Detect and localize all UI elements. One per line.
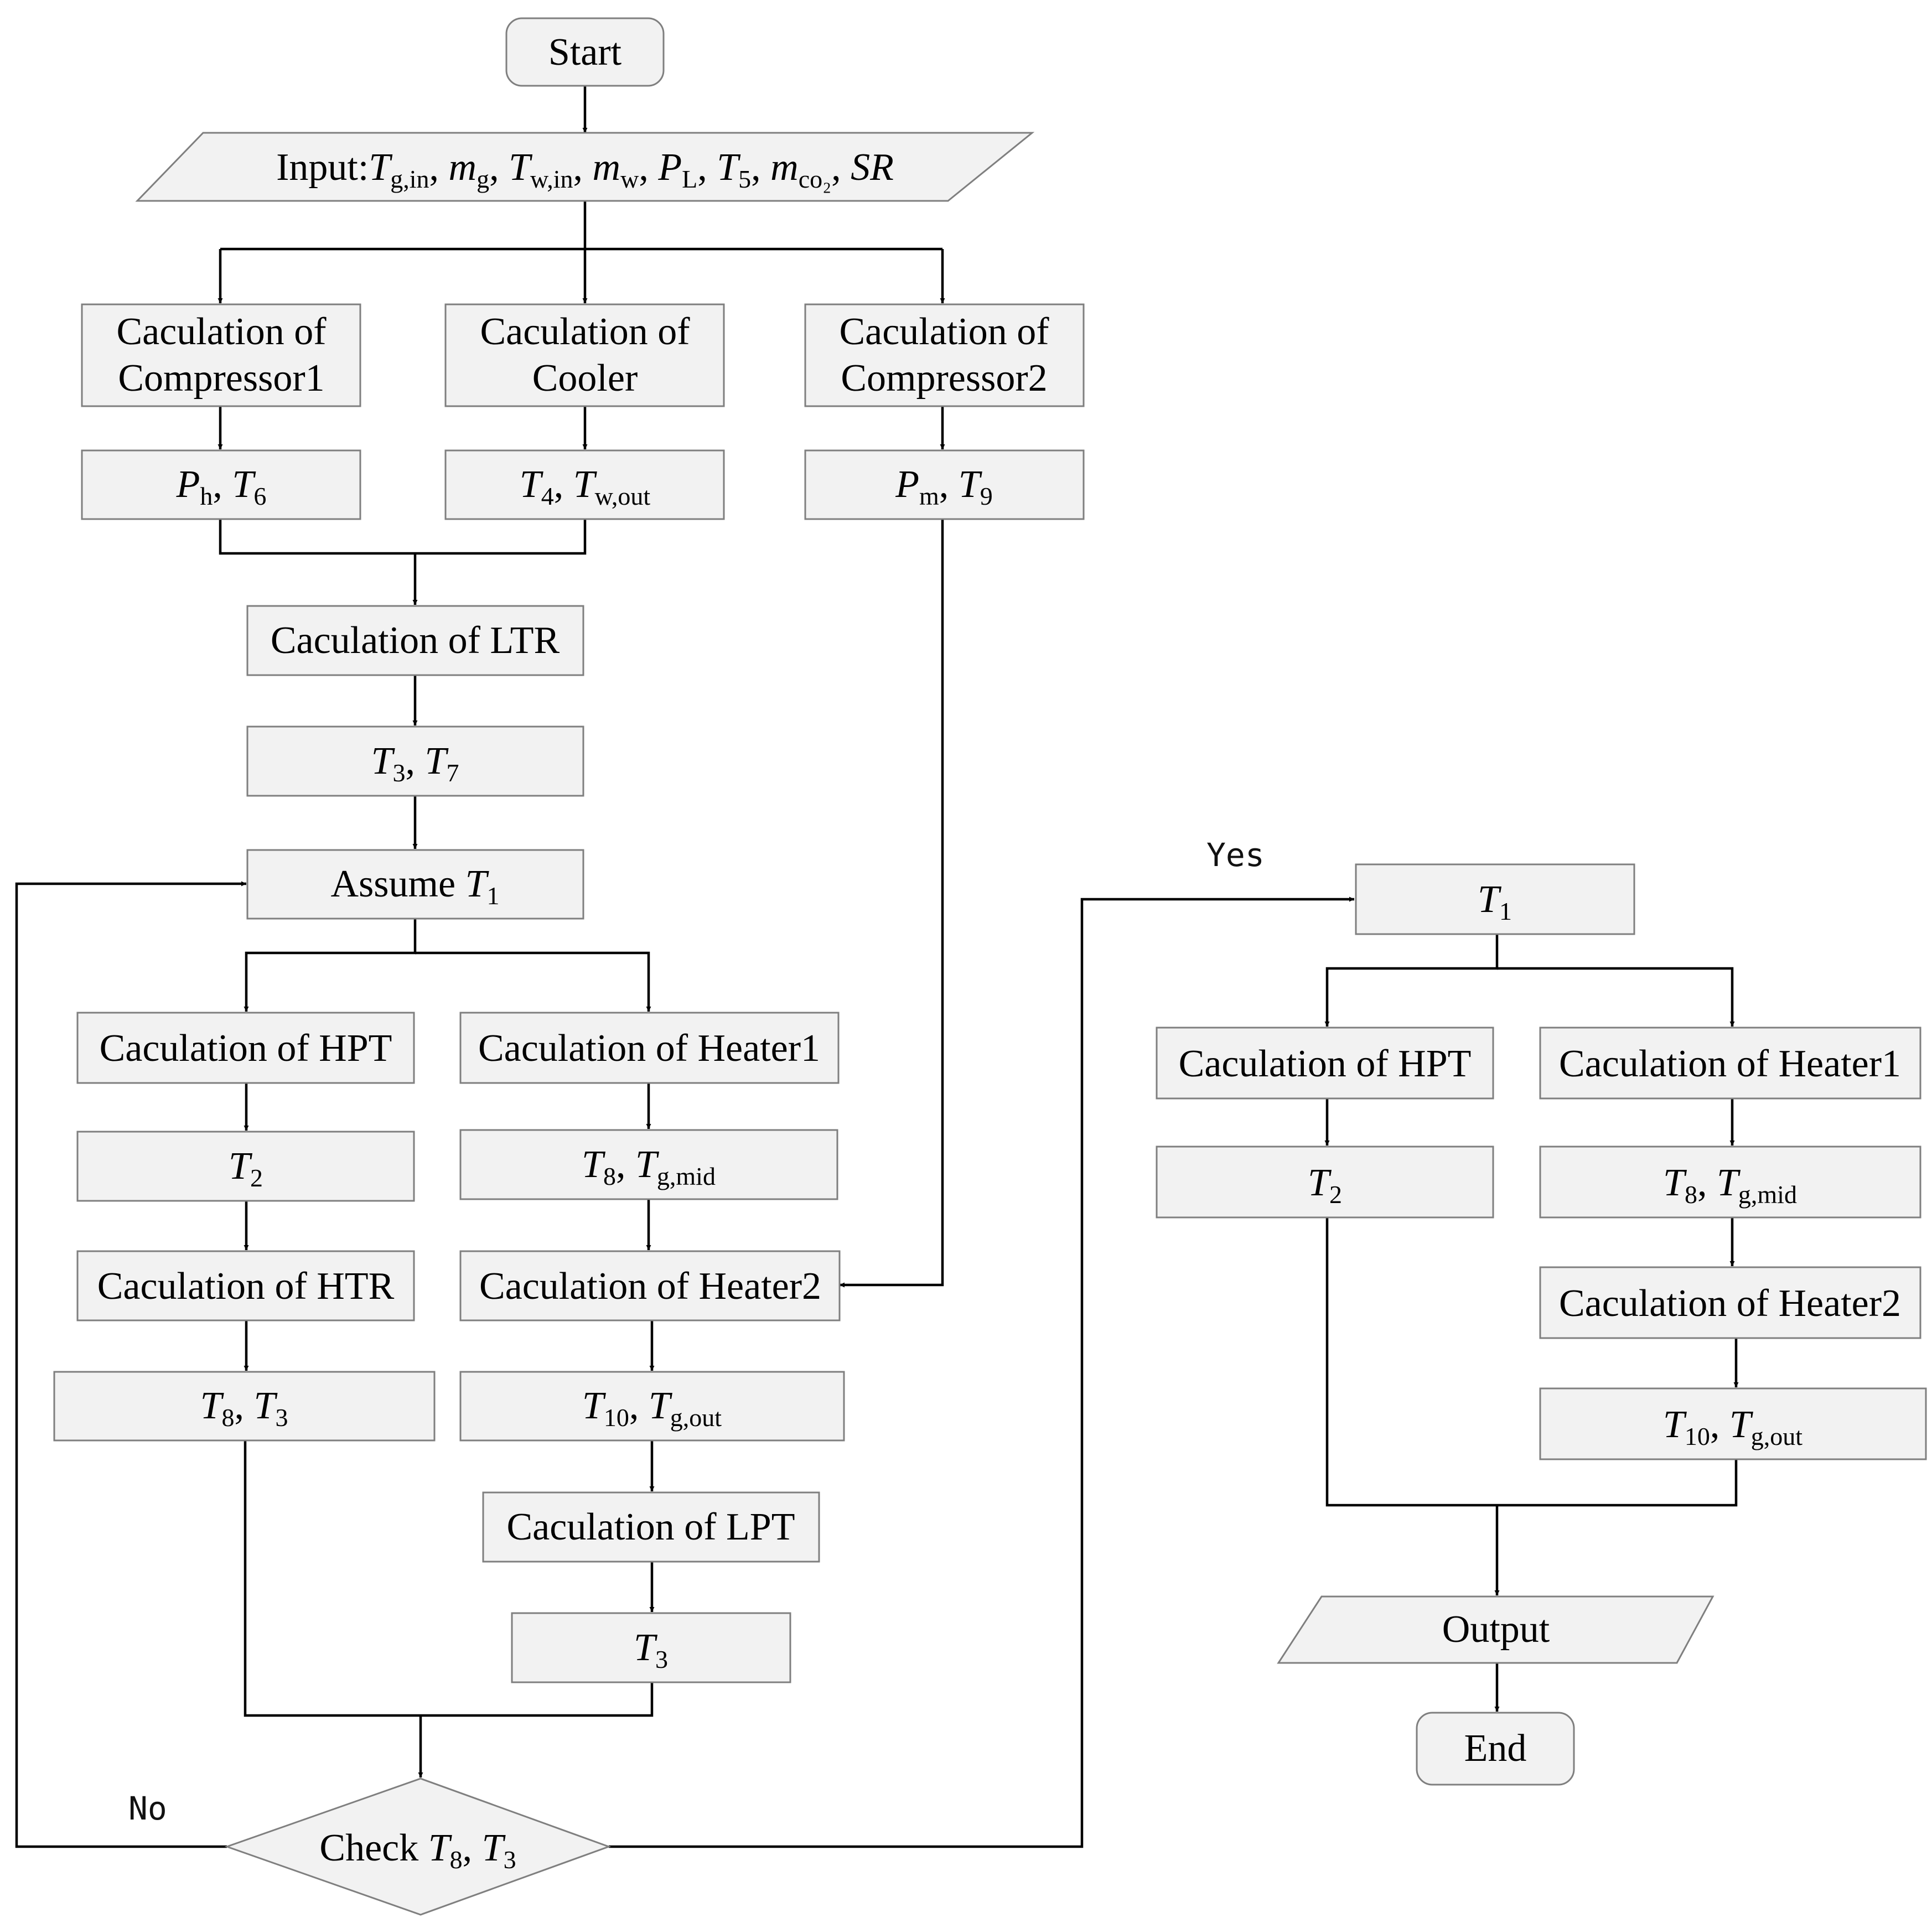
assume-t1-node xyxy=(246,849,584,920)
line-merge-to-ltr xyxy=(219,519,587,555)
connectors xyxy=(15,86,1739,1848)
t8-tgmid-node xyxy=(459,1129,838,1200)
output-label: Output xyxy=(1442,1608,1550,1651)
ltr-calc-label: Caculation of LTR xyxy=(271,619,560,662)
heater1-calc-label-2: Caculation of Heater1 xyxy=(1559,1043,1901,1085)
branch-no-label: No xyxy=(128,1790,167,1827)
hpt-calc-node xyxy=(76,1012,415,1084)
lpt-calc-node xyxy=(482,1491,820,1563)
t4-twout-label: T4​, Tw,out​ xyxy=(520,463,651,510)
compressor1-calc-name: Compressor1 xyxy=(118,357,324,400)
line-assume-split xyxy=(244,919,417,1012)
t3-t7-label: T3​, T7​ xyxy=(371,740,459,787)
t10-tgout-label-2: T10​, Tg,out​ xyxy=(1663,1403,1802,1450)
shapes xyxy=(53,17,1927,1916)
htr-calc-node xyxy=(76,1250,415,1321)
hpt-calc-label-2: Caculation of HPT xyxy=(1179,1043,1472,1085)
t3-label: T3​ xyxy=(634,1626,668,1673)
lpt-calc-label: Caculation of LPT xyxy=(506,1506,795,1548)
branch-yes-label: Yes xyxy=(1206,836,1265,874)
line-t1-split-right xyxy=(1497,967,1735,1027)
start-label: Start xyxy=(548,31,622,74)
output-node xyxy=(1277,1595,1715,1664)
t2-label: T2​ xyxy=(229,1145,263,1192)
cooler-calc-prefix: Caculation of xyxy=(480,310,690,353)
heater2-calc-label: Caculation of Heater2 xyxy=(479,1265,821,1308)
t4-twout-node xyxy=(444,449,725,520)
check-decision-node xyxy=(224,1777,612,1916)
line-assume-split-right xyxy=(415,951,651,1012)
t8-tgmid-label-2: T8​, Tg,mid​ xyxy=(1663,1162,1797,1209)
ph-t6-label: Ph​, T6​ xyxy=(176,463,267,510)
compressor2-calc-node xyxy=(804,303,1085,407)
input-label: Input:Tg,in​, mg​, Tw,in​, mw​, PL​, T5​… xyxy=(276,146,894,193)
heater1-calc-node-2 xyxy=(1539,1027,1921,1100)
heater1-calc-node xyxy=(459,1012,840,1084)
t1-node xyxy=(1355,863,1635,935)
t2-node-2 xyxy=(1156,1145,1494,1219)
t10-tgout-node-2 xyxy=(1539,1387,1927,1460)
input-node xyxy=(135,132,1035,202)
arrow-pm-to-heater2 xyxy=(840,519,944,1288)
hpt-calc-label: Caculation of HPT xyxy=(100,1027,392,1070)
heater2-calc-label-2: Caculation of Heater2 xyxy=(1559,1282,1901,1325)
labels: Start Input:Tg,in​, mg​, Tw,in​, mw​, PL… xyxy=(97,31,1901,1874)
end-label: End xyxy=(1464,1727,1527,1770)
t2-label-2: T2​ xyxy=(1308,1162,1342,1209)
end-node xyxy=(1416,1712,1575,1786)
t8-t3-label: T8​, T3​ xyxy=(200,1385,288,1432)
t8-t3-node xyxy=(53,1371,436,1442)
ph-t6-node xyxy=(81,449,361,520)
t8-tgmid-node-2 xyxy=(1539,1145,1921,1219)
t3-t7-node xyxy=(246,725,584,797)
assume-t1-label: Assume T1​ xyxy=(331,863,500,910)
check-label: Check T8​, T3​ xyxy=(319,1827,516,1874)
cooler-calc-name: Cooler xyxy=(532,357,638,400)
arrow-no-loop xyxy=(15,881,246,1848)
line-merge-to-output xyxy=(1325,1217,1738,1507)
heater1-calc-label: Caculation of Heater1 xyxy=(478,1027,820,1070)
t10-tgout-label: T10​, Tg,out​ xyxy=(582,1385,722,1432)
t8-tgmid-label: T8​, Tg,mid​ xyxy=(582,1143,716,1190)
t3-node xyxy=(511,1612,791,1683)
hpt-calc-node-2 xyxy=(1156,1027,1494,1100)
compressor1-calc-node xyxy=(81,303,361,407)
compressor2-calc-prefix: Caculation of xyxy=(839,310,1049,353)
htr-calc-label: Caculation of HTR xyxy=(97,1265,395,1308)
heater2-calc-node-2 xyxy=(1539,1266,1921,1339)
compressor2-calc-name: Compressor2 xyxy=(841,357,1047,400)
pm-t9-node xyxy=(804,449,1085,520)
heater2-calc-node xyxy=(459,1250,841,1321)
t1-label: T1​ xyxy=(1478,878,1512,925)
ltr-calc-node xyxy=(246,605,584,676)
pm-t9-label: Pm​, T9​ xyxy=(895,463,992,510)
t2-node xyxy=(76,1131,415,1202)
start-node xyxy=(505,17,665,87)
t10-tgout-node xyxy=(459,1371,845,1442)
arrow-yes-to-t1 xyxy=(609,896,1354,1848)
line-merge-to-check xyxy=(244,1440,654,1717)
cooler-calc-node xyxy=(444,303,725,407)
compressor1-calc-prefix: Caculation of xyxy=(116,310,327,353)
line-t1-split xyxy=(1324,934,1499,1027)
